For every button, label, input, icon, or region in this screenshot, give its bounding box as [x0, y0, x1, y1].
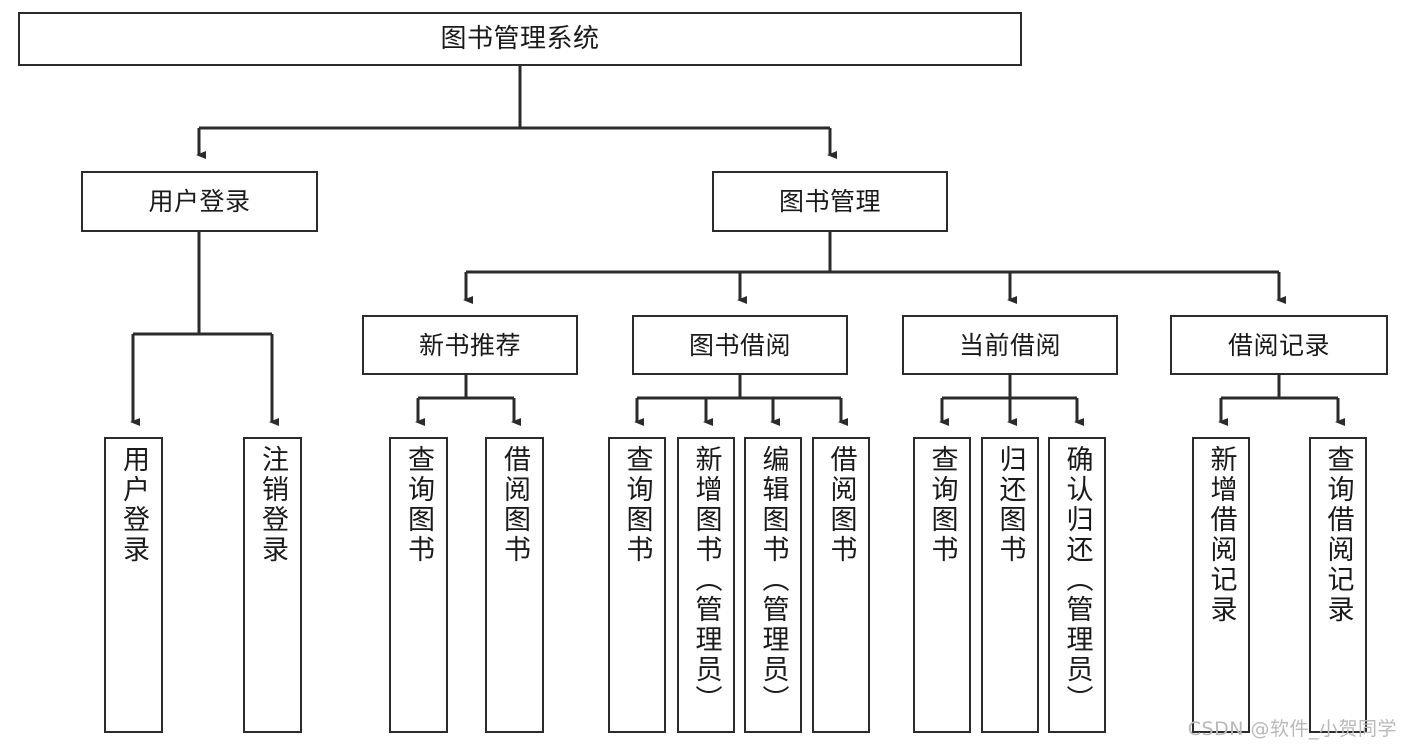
node-label: 查询图书	[621, 445, 653, 565]
leaf-book-borrow-edit[interactable]: 编辑图书（管理员）	[744, 437, 802, 733]
node-label: 归还图书	[994, 445, 1026, 565]
node-label: 图书借阅	[688, 330, 791, 360]
csdn-watermark: CSDN @软件_小贺同学	[1187, 718, 1397, 740]
node-label: 图书管理	[778, 187, 881, 216]
node-new-book-recommend[interactable]: 新书推荐	[362, 315, 578, 375]
node-label: 注销登录	[257, 445, 288, 565]
leaf-new-book-query[interactable]: 查询图书	[389, 437, 448, 733]
leaf-book-borrow-borrow[interactable]: 借阅图书	[812, 437, 870, 733]
leaf-book-borrow-query[interactable]: 查询图书	[608, 437, 666, 733]
node-label: 查询借阅记录	[1322, 445, 1354, 625]
leaf-user-login-logout[interactable]: 注销登录	[243, 437, 302, 733]
node-label: 借阅图书	[825, 445, 857, 565]
node-label: 借阅图书	[499, 445, 530, 565]
node-label: 当前借阅	[958, 330, 1061, 360]
leaf-user-login-login[interactable]: 用户登录	[104, 437, 163, 733]
node-label: 查询图书	[403, 445, 434, 565]
leaf-book-borrow-add[interactable]: 新增图书（管理员）	[677, 437, 735, 733]
node-label: 确认归还（管理员）	[1061, 445, 1093, 715]
node-label: 图书管理系统	[440, 23, 600, 54]
node-label: 新增图书（管理员）	[690, 445, 722, 715]
leaf-current-borrow-confirm-return[interactable]: 确认归还（管理员）	[1048, 437, 1106, 733]
leaf-borrow-record-query[interactable]: 查询借阅记录	[1309, 437, 1367, 733]
leaf-current-borrow-query[interactable]: 查询图书	[913, 437, 971, 733]
leaf-current-borrow-return[interactable]: 归还图书	[981, 437, 1039, 733]
node-label: 编辑图书（管理员）	[757, 445, 789, 715]
node-label: 用户登录	[148, 187, 251, 216]
node-label: 查询图书	[926, 445, 958, 565]
node-borrow-records[interactable]: 借阅记录	[1170, 315, 1388, 375]
node-label: 用户登录	[118, 445, 149, 565]
node-label: 新书推荐	[418, 330, 521, 360]
node-book-borrow[interactable]: 图书借阅	[632, 315, 848, 375]
node-current-borrow[interactable]: 当前借阅	[902, 315, 1118, 375]
node-label: 借阅记录	[1227, 330, 1330, 360]
leaf-new-book-borrow[interactable]: 借阅图书	[485, 437, 544, 733]
leaf-borrow-record-add[interactable]: 新增借阅记录	[1192, 437, 1250, 733]
node-root-system[interactable]: 图书管理系统	[18, 12, 1022, 66]
node-label: 新增借阅记录	[1205, 445, 1237, 625]
node-book-management[interactable]: 图书管理	[712, 171, 948, 232]
node-user-login[interactable]: 用户登录	[81, 171, 318, 232]
